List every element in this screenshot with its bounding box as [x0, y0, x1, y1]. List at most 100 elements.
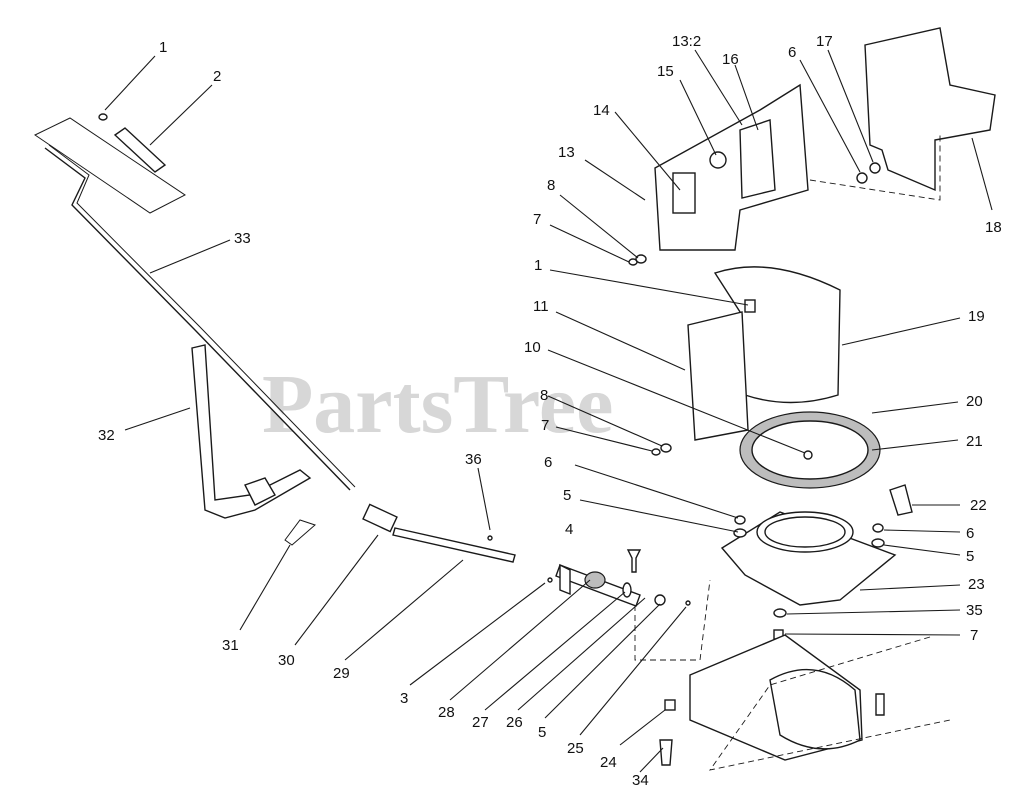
callout-7b: 7 — [533, 211, 541, 228]
callout-6b: 6 — [788, 44, 796, 61]
leader-6b — [799, 59, 861, 173]
leader-5a — [544, 603, 661, 719]
reference-line-lower — [634, 579, 711, 661]
bushing — [622, 582, 632, 598]
callout-34: 34 — [632, 772, 649, 789]
screw-25 — [685, 600, 691, 606]
auger-housing-bowl — [769, 668, 861, 750]
hair-pin — [284, 519, 316, 546]
washer-5-right — [871, 538, 885, 548]
callout-5b: 5 — [563, 487, 571, 504]
clip-22 — [889, 484, 913, 516]
nut-6-right — [872, 523, 884, 533]
leader-5c — [883, 544, 961, 556]
callout-35: 35 — [966, 602, 983, 619]
washer-8-upper — [635, 254, 647, 264]
callout-13: 13 — [558, 144, 575, 161]
leader-23 — [859, 584, 961, 591]
washer-35 — [773, 608, 787, 618]
callout-25: 25 — [567, 740, 584, 757]
leader-10 — [547, 349, 806, 454]
leader-16 — [734, 64, 759, 131]
deflector-knob — [709, 151, 727, 169]
universal-joint — [362, 503, 398, 533]
leader-lines — [104, 49, 993, 773]
leader-34 — [639, 747, 664, 773]
leader-21 — [871, 439, 959, 451]
leader-7b — [549, 224, 630, 263]
leader-19 — [841, 317, 961, 346]
support-bracket — [191, 344, 312, 519]
grip-sleeve — [113, 127, 167, 173]
callout-labels: 1 2 33 32 31 30 29 36 3 28 27 26 5 25 4 … — [98, 33, 1002, 789]
callout-3: 3 — [400, 690, 408, 707]
callout-27: 27 — [472, 714, 489, 731]
callout-6a: 6 — [544, 454, 552, 471]
clip-top — [98, 113, 108, 121]
nut-6-upper — [856, 172, 868, 184]
leader-1a — [104, 55, 156, 111]
carriage-bolt — [626, 549, 642, 573]
leader-30 — [294, 534, 379, 646]
callout-31: 31 — [222, 637, 239, 654]
deflector-label — [672, 172, 696, 214]
washer-25 — [654, 594, 666, 606]
leader-17 — [827, 49, 874, 163]
leader-2 — [149, 84, 213, 146]
reference-line-upper — [809, 135, 941, 201]
leader-6a — [574, 464, 739, 519]
leader-3 — [409, 582, 546, 686]
callout-28: 28 — [438, 704, 455, 721]
leader-29 — [344, 559, 464, 661]
callout-14: 14 — [593, 102, 610, 119]
callout-7c: 7 — [970, 627, 978, 644]
small-screw-3 — [547, 577, 553, 583]
leader-27 — [484, 591, 626, 711]
callout-2: 2 — [213, 68, 221, 85]
callout-30: 30 — [278, 652, 295, 669]
watermark-text: PartsTree — [262, 358, 613, 451]
callout-22: 22 — [970, 497, 987, 514]
leader-18 — [971, 137, 993, 211]
callout-5c: 5 — [966, 548, 974, 565]
leader-25 — [579, 606, 687, 736]
chute-bolt — [744, 299, 756, 313]
callout-5a: 5 — [538, 724, 546, 741]
callout-33: 33 — [234, 230, 251, 247]
washer-8-middle — [660, 443, 672, 453]
chute-base-ring-inner — [764, 516, 846, 548]
callout-15: 15 — [657, 63, 674, 80]
callout-36: 36 — [465, 451, 482, 468]
leader-35 — [786, 609, 961, 615]
reference-line-housing — [708, 636, 951, 771]
leader-15 — [679, 79, 717, 156]
shaft-pin — [487, 535, 493, 541]
callout-23: 23 — [968, 576, 985, 593]
washer-17 — [869, 162, 881, 174]
callout-13-2: 13:2 — [672, 33, 701, 50]
spring — [584, 571, 606, 589]
leader-13 — [584, 159, 646, 201]
fitting-24 — [664, 699, 676, 711]
leader-24 — [619, 709, 666, 746]
callout-8b: 8 — [547, 177, 555, 194]
lower-screw — [875, 693, 885, 716]
washer-5-left — [733, 528, 747, 538]
leader-7c — [784, 633, 961, 636]
callout-1a: 1 — [159, 39, 167, 56]
deflector-hinge — [739, 119, 776, 199]
leader-11 — [555, 311, 686, 371]
deflector-cap — [864, 27, 996, 192]
ring-gear-inner — [751, 420, 869, 480]
control-rod — [44, 147, 351, 491]
callout-4: 4 — [565, 521, 573, 538]
leader-20 — [871, 401, 959, 414]
watermark: PartsTree TM — [262, 358, 765, 451]
callout-10: 10 — [524, 339, 541, 356]
callout-26: 26 — [506, 714, 523, 731]
callout-6c: 6 — [966, 525, 974, 542]
deflector-plate — [654, 83, 809, 251]
leader-33 — [149, 239, 231, 274]
callout-1b: 1 — [534, 257, 542, 274]
